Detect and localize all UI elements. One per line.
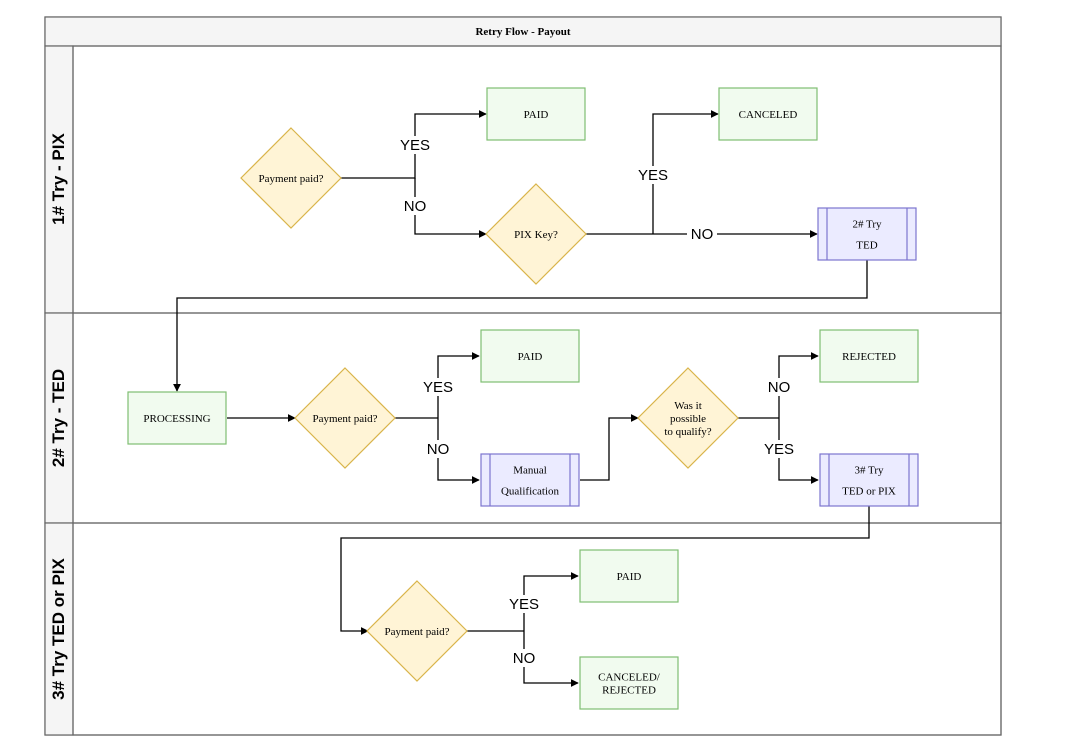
lane-3-title: 3# Try TED or PIX xyxy=(49,557,68,699)
terminal-canceled-1: CANCELED xyxy=(718,87,818,141)
decision-shape xyxy=(485,183,587,285)
decision-payment-paid-2: Payment paid? xyxy=(294,367,396,469)
pool-header xyxy=(44,16,1002,47)
lane-3: 3# Try TED or PIX xyxy=(44,522,1002,736)
node-label-line: Was it xyxy=(674,400,702,412)
edge-l2-yes-paid xyxy=(437,352,480,418)
lane-1: 1# Try - PIX xyxy=(44,45,1002,314)
node-label-line: CANCELED xyxy=(739,109,798,121)
terminal-shape xyxy=(718,87,818,141)
decision-shape xyxy=(637,367,739,469)
decision-shape xyxy=(366,580,468,682)
node-label-line: CANCELED/ xyxy=(598,672,661,684)
label-l2-yes-paid: YES xyxy=(423,379,453,396)
terminal-paid-1: PAID xyxy=(486,87,586,141)
decision-payment-paid-3: Payment paid? xyxy=(366,580,468,682)
label-l2-no-manual: NO xyxy=(427,441,450,458)
node-label-line: 3# Try xyxy=(854,465,884,477)
edge-l3-no-canceled xyxy=(523,631,579,687)
edge-l2-no-rejected xyxy=(778,352,819,418)
label-l3-yes-paid: YES xyxy=(509,596,539,613)
lane-3-body xyxy=(72,522,1002,736)
label-l2-no-rejected: NO xyxy=(768,379,791,396)
edge-l1-to-processing xyxy=(173,260,868,392)
node-label-line: PAID xyxy=(518,351,543,363)
process-shape xyxy=(819,453,919,507)
edge-l2-yes-next xyxy=(778,418,819,484)
process-shape xyxy=(480,453,580,507)
node-label-line: Payment paid? xyxy=(258,173,323,185)
edge-l2-manual-qualify xyxy=(580,414,639,481)
node-label-line: REJECTED xyxy=(842,351,896,363)
lane-1-title: 1# Try - PIX xyxy=(49,133,68,225)
node-label-line: Payment paid? xyxy=(384,626,449,638)
diagram-title: Retry Flow - Payout xyxy=(475,26,570,38)
terminal-shape xyxy=(486,87,586,141)
label-l1-no-pixkey: NO xyxy=(404,198,427,215)
label-l3-no-canceled: NO xyxy=(513,650,536,667)
edge-l1-yes-canceled xyxy=(652,110,719,234)
node-label-line: possible xyxy=(670,413,706,425)
node-label-line: to qualify? xyxy=(664,426,711,438)
node-label-line: PAID xyxy=(617,571,642,583)
decision-shape xyxy=(240,127,342,229)
label-l2-yes-next: YES xyxy=(764,441,794,458)
node-label-line: Payment paid? xyxy=(312,413,377,425)
terminal-paid-2: PAID xyxy=(480,329,580,383)
node-label-line: Qualification xyxy=(501,486,560,498)
node-label-line: PROCESSING xyxy=(143,413,210,425)
edge-l2-no-manual xyxy=(437,418,480,484)
edge-l1-no-pixkey xyxy=(414,178,487,238)
decision-payment-paid-1: Payment paid? xyxy=(240,127,342,229)
lane-3-header xyxy=(44,522,74,736)
decision-shape xyxy=(294,367,396,469)
label-l1-yes-paid: YES xyxy=(400,137,430,154)
terminal-shape xyxy=(127,391,227,445)
decision-pix-key: PIX Key? xyxy=(485,183,587,285)
label-l1-no-ted: NO xyxy=(691,226,714,243)
edge-l2-to-lane3 xyxy=(340,506,870,635)
node-label-line: PIX Key? xyxy=(514,229,558,241)
label-l1-yes-canceled: YES xyxy=(638,167,668,184)
edge-labels: YES NO YES NO YES NO NO YES YES NO xyxy=(398,136,796,667)
node-label-line: REJECTED xyxy=(602,685,656,697)
terminal-shape xyxy=(579,549,679,603)
node-label-line: PAID xyxy=(524,109,549,121)
node-label-line: Manual xyxy=(513,465,547,477)
node-label-line: TED or PIX xyxy=(842,486,896,498)
terminal-shape xyxy=(480,329,580,383)
node-label-line: 2# Try xyxy=(852,219,882,231)
process-shape xyxy=(817,207,917,261)
terminal-canceled-rejected: CANCELED/REJECTED xyxy=(579,656,679,710)
terminal-shape xyxy=(819,329,919,383)
node-label-line: TED xyxy=(856,240,877,252)
terminal-processing: PROCESSING xyxy=(127,391,227,445)
terminal-rejected: REJECTED xyxy=(819,329,919,383)
nodes: Payment paid? PAID PIX Key? CANCELED 2# … xyxy=(127,87,919,710)
terminal-shape xyxy=(579,656,679,710)
terminal-paid-3: PAID xyxy=(579,549,679,603)
lane-2-title: 2# Try - TED xyxy=(49,369,68,467)
